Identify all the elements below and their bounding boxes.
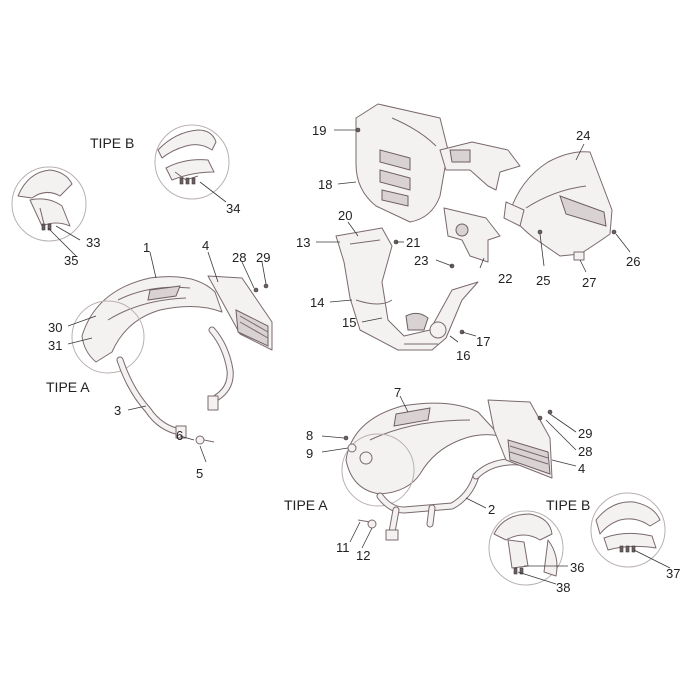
- callout-28: 28: [232, 250, 246, 265]
- callout-36: 36: [570, 560, 584, 575]
- callout-20: 20: [338, 208, 352, 223]
- callout-4: 4: [202, 238, 209, 253]
- callout-14: 14: [310, 295, 324, 310]
- leader-lines: [47, 129, 671, 585]
- callout-18: 18: [318, 177, 332, 192]
- callout-15: 15: [342, 315, 356, 330]
- left-fender-assembly: [71, 275, 273, 445]
- callout-37: 37: [666, 566, 680, 581]
- callout-29-right: 29: [578, 426, 592, 441]
- callout-1: 1: [143, 240, 150, 255]
- callout-5: 5: [196, 466, 203, 481]
- right-fender-assembly: [341, 399, 553, 541]
- callout-7: 7: [394, 385, 401, 400]
- callout-4-right: 4: [578, 461, 585, 476]
- callout-29: 29: [256, 250, 270, 265]
- callout-12: 12: [356, 548, 370, 563]
- callout-22: 22: [498, 271, 512, 286]
- callout-21: 21: [406, 235, 420, 250]
- callout-9: 9: [306, 446, 313, 461]
- callout-17: 17: [476, 334, 490, 349]
- callout-8: 8: [306, 428, 313, 443]
- callout-38: 38: [556, 580, 570, 595]
- callout-13: 13: [296, 235, 310, 250]
- callout-33: 33: [86, 235, 100, 250]
- variant-label-tipe-b-bottom: TIPE B: [546, 497, 590, 513]
- detail-circle-tipe-b-top: [154, 124, 230, 200]
- variant-label-tipe-b-top: TIPE B: [90, 135, 134, 151]
- callout-35: 35: [64, 253, 78, 268]
- callout-19: 19: [312, 123, 326, 138]
- callout-16: 16: [456, 348, 470, 363]
- callout-24: 24: [576, 128, 590, 143]
- callout-31: 31: [48, 338, 62, 353]
- callout-28-right: 28: [578, 444, 592, 459]
- callout-34: 34: [226, 201, 240, 216]
- callout-30: 30: [48, 320, 62, 335]
- callout-2: 2: [488, 502, 495, 517]
- callout-26: 26: [626, 254, 640, 269]
- detail-circle-tipe-a-left: [11, 166, 87, 242]
- callout-23: 23: [414, 253, 428, 268]
- callout-6: 6: [176, 428, 183, 443]
- callout-numbers: 1 4 28 29 30 31 3 6 5 33 35 34 19 18 20 …: [48, 123, 680, 595]
- callout-25: 25: [536, 273, 550, 288]
- top-center-assembly: [335, 103, 521, 351]
- callout-11: 11: [336, 540, 350, 555]
- top-right-housing: [503, 151, 617, 261]
- variant-label-tipe-a-left: TIPE A: [46, 379, 90, 395]
- callout-3: 3: [114, 403, 121, 418]
- variant-label-tipe-a-bottom: TIPE A: [284, 497, 328, 513]
- callout-27: 27: [582, 275, 596, 290]
- detail-circle-tipe-b-bottom: [590, 492, 666, 568]
- detail-circle-tipe-a-bottom: [488, 510, 564, 586]
